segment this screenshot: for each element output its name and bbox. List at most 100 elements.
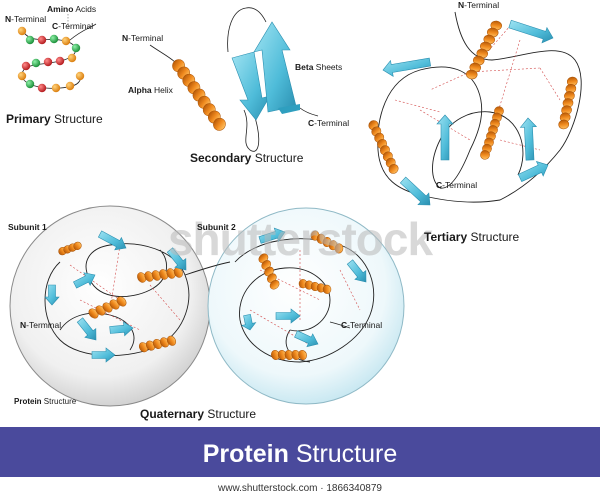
beta-sheet-arrow	[346, 259, 367, 283]
beta-sheet-arrow	[109, 321, 134, 337]
primary-c-terminal-label: C-Terminal	[52, 21, 93, 31]
beta-sheet-arrow	[508, 19, 554, 44]
helix-coil	[298, 279, 332, 294]
footer-text: www.shutterstock.com · 1866340879	[217, 483, 382, 494]
tertiary-backbone	[377, 11, 582, 203]
alpha-helix	[172, 59, 226, 131]
helix-turn	[558, 119, 570, 130]
quaternary-helices	[58, 230, 344, 360]
amino-acid-bead	[71, 43, 81, 53]
beta-sheet-arrow	[76, 317, 97, 341]
helix-turn	[388, 163, 399, 174]
amino-acid-bead	[55, 56, 65, 66]
footer-strip	[0, 477, 600, 496]
helix-turn	[213, 117, 226, 131]
primary-structure	[17, 14, 97, 93]
quaternary-structure	[9, 205, 405, 407]
helix-coil	[310, 230, 344, 254]
beta-sheet-arrow	[91, 347, 116, 363]
helix-coil	[480, 106, 504, 160]
watermark: shutterstock	[168, 213, 433, 265]
amino-acid-bead	[51, 83, 61, 93]
subunit-1-label: Subunit 1	[8, 222, 47, 232]
tertiary-sheets	[382, 19, 554, 206]
amino-acid-bead	[25, 35, 35, 45]
alpha-helix-label: Alpha Helix	[128, 85, 174, 95]
helix-coil	[368, 120, 399, 174]
helix-turn	[466, 69, 478, 80]
amino-acid-bead	[17, 26, 27, 36]
helix-coil	[137, 267, 183, 283]
amino-acid-bead	[49, 34, 59, 44]
helix-turn	[480, 150, 490, 160]
amino-acid-bead	[25, 79, 35, 89]
helix-turn	[269, 279, 280, 290]
beta-sheet-arrow	[241, 313, 257, 331]
amino-acid-bead	[43, 57, 53, 67]
beta-sheet-arrow	[382, 57, 432, 77]
helix-coil	[466, 20, 502, 80]
secondary-top-loop	[227, 7, 267, 53]
amino-acid-bead	[17, 71, 27, 81]
tertiary-structure	[368, 11, 582, 206]
amino-acid-bead	[21, 61, 31, 71]
beta-sheet-arrow	[294, 330, 319, 348]
quaternary-n-terminal-label: N-Terminal	[20, 320, 61, 330]
amino-acid-bead	[31, 58, 41, 68]
beta-sheets-label: Beta Sheets	[295, 62, 342, 72]
amino-acid-bead	[75, 71, 85, 81]
secondary-c-terminal-label: C-Terminal	[308, 118, 349, 128]
beta-sheet-arrow	[275, 308, 301, 324]
tertiary-inner-loop	[432, 111, 524, 189]
secondary-structure-title: Secondary Structure	[190, 151, 304, 165]
helix-coil	[58, 241, 82, 256]
banner-title: Protein Structure	[203, 440, 398, 468]
quaternary-sheets	[44, 227, 367, 363]
beta-sheet-arrow	[73, 272, 96, 289]
helix-coil	[88, 296, 127, 319]
beta-strand-base	[278, 104, 300, 114]
subunit-2-c-tail	[329, 321, 351, 329]
primary-n-terminal-label: N-Terminal	[5, 14, 46, 24]
beta-strand-down	[231, 51, 271, 121]
helix-turn	[173, 267, 183, 278]
beta-strand-up	[253, 21, 297, 113]
beta-sheet-arrow	[44, 284, 60, 306]
helix-turn	[298, 350, 307, 360]
primary-c-tail	[69, 23, 97, 41]
amino-acid-bead	[37, 83, 47, 93]
helix-coil	[271, 350, 307, 360]
beta-sheet-arrow	[166, 247, 187, 271]
tertiary-n-terminal-label: N-Terminal	[458, 0, 499, 10]
amino-acids-label: Amino Acids	[47, 4, 96, 14]
tertiary-c-terminal-label: C-Terminal	[436, 180, 477, 190]
beta-sheet-arrow	[517, 161, 549, 183]
amino-acid-bead	[65, 81, 75, 91]
beta-sheet-arrow	[97, 230, 127, 251]
helix-turn	[322, 284, 332, 294]
helix-turn	[166, 335, 177, 346]
helix-coil	[138, 335, 177, 353]
helix-turn	[73, 241, 82, 250]
secondary-c-tail	[299, 107, 319, 117]
helix-coil	[258, 253, 280, 290]
beta-sheet-arrow	[399, 176, 431, 206]
beta-sheet-arrow	[519, 117, 538, 161]
secondary-n-terminal-label: N-Terminal	[122, 33, 163, 43]
helix-coil	[172, 59, 226, 131]
secondary-n-tail	[149, 44, 176, 63]
secondary-loop	[243, 99, 260, 152]
amino-acid-beads	[17, 26, 85, 93]
beta-sheet-arrow	[436, 114, 454, 161]
helix-turn	[334, 243, 344, 254]
tertiary-structure-title: Tertiary Structure	[424, 230, 519, 244]
quaternary-structure-title: Quaternary Structure	[140, 407, 256, 421]
secondary-structure	[149, 7, 319, 152]
title-banner	[0, 427, 600, 477]
primary-structure-title: Primary Structure	[6, 112, 103, 126]
helix-coil	[558, 76, 578, 130]
subunit-2-sphere	[207, 207, 405, 405]
subunit-link	[184, 261, 231, 276]
